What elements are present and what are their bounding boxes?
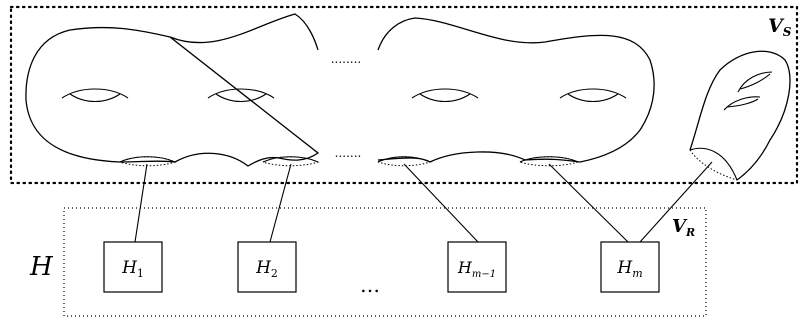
handle-box-hm	[600, 241, 660, 293]
handle-label-h2: H2	[255, 258, 278, 280]
vs-region-border	[9, 5, 799, 185]
small-genus-hole-2	[723, 96, 761, 111]
boundary-disc-1-arc	[119, 156, 176, 163]
boundary-disc-3-arc	[377, 156, 431, 163]
connector-h2	[269, 163, 292, 243]
ellipsis-handles: …	[360, 273, 380, 297]
vr-label: VR	[672, 216, 695, 239]
ellipsis-bottom: .......	[335, 146, 362, 160]
connector-hm	[548, 163, 629, 243]
connector-h1	[134, 163, 148, 243]
genus-hole-4	[559, 88, 627, 103]
small-surface-boundary	[689, 147, 738, 181]
genus-hole-3	[411, 88, 479, 103]
right-surface-outline	[377, 17, 655, 163]
handle-box-h2	[237, 241, 297, 293]
boundary-disc-2-arc	[262, 156, 319, 163]
boundary-disc-4	[519, 156, 580, 167]
small-surface-outline	[689, 50, 791, 181]
handle-label-hm: Hm	[616, 258, 642, 280]
genus-hole-1	[61, 88, 129, 103]
h-label: H	[29, 252, 54, 282]
handle-label-h1: H1	[121, 258, 144, 280]
handle-label-hm1: Hm−1	[457, 258, 496, 280]
vr-region-border	[63, 207, 707, 317]
connector-small	[639, 161, 713, 243]
ellipsis-top: ........	[331, 52, 362, 66]
connector-hm1	[403, 163, 479, 243]
small-genus-hole-1	[737, 71, 773, 93]
vs-label: VS	[768, 15, 792, 39]
boundary-disc-4-arc	[519, 156, 579, 163]
handle-box-hm1	[447, 241, 507, 293]
handle-box-h1	[103, 241, 163, 293]
genus-hole-2	[207, 88, 275, 103]
small-surface-boundary-dotted	[689, 149, 738, 181]
left-surface-outline	[25, 13, 320, 167]
